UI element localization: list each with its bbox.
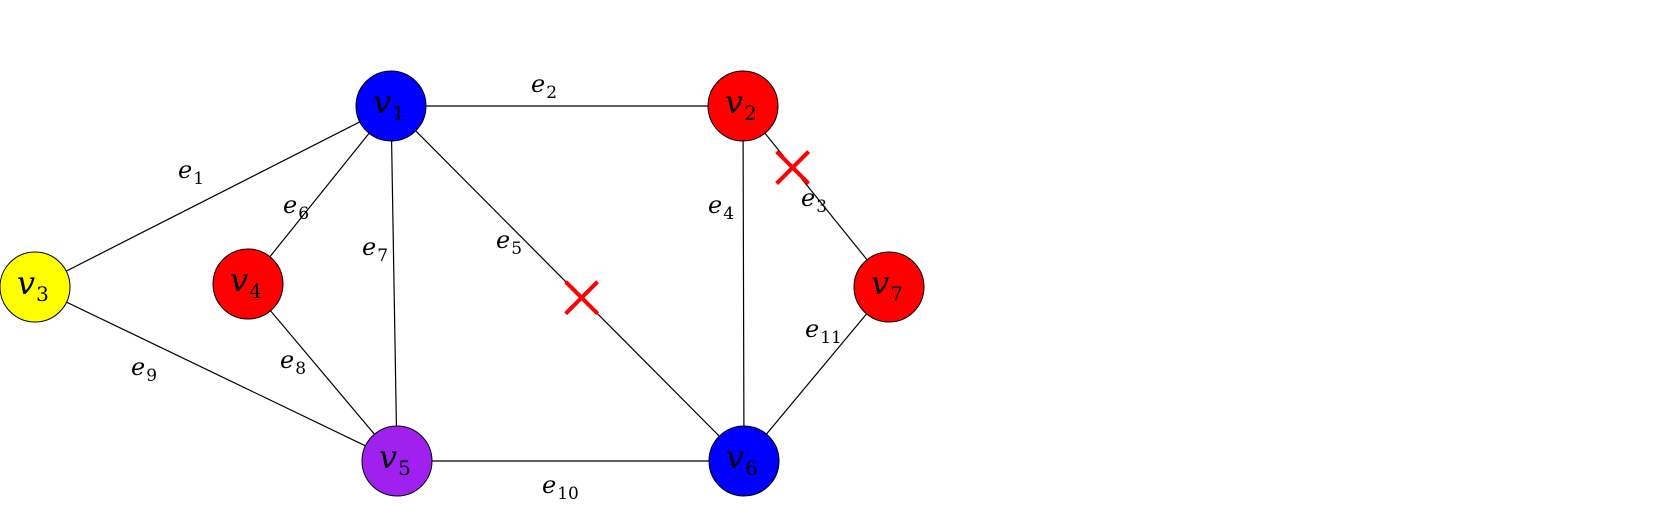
node-v4-circle	[212, 248, 284, 320]
edge-e7	[390, 105, 398, 462]
edge-label-e4: e4	[708, 191, 734, 224]
removed-mark-e5-icon	[564, 280, 600, 316]
node-v7: v7	[853, 251, 925, 323]
node-label-v2: v2	[725, 83, 757, 125]
node-v5-circle	[361, 425, 433, 497]
edges-layer	[34, 105, 890, 462]
node-label-v7: v7	[871, 264, 903, 306]
removed-mark-e3-icon	[775, 150, 811, 185]
edge-e8	[247, 283, 398, 462]
node-v2-circle	[707, 70, 779, 142]
edge-label-e11: e11	[805, 315, 842, 348]
nodes-layer: v1 v2 v3 v4 v5 v6 v7	[0, 70, 925, 497]
node-v3-circle	[0, 251, 71, 323]
node-v1: v1	[355, 70, 427, 142]
edge-label-e1: e1	[178, 156, 204, 189]
edge-labels-layer: e1 e2 e3 e4 e5 e6 e7 e8 e9 e10 e11	[131, 70, 842, 504]
edge-e9	[34, 286, 398, 462]
edge-e3	[742, 105, 890, 288]
node-v5: v5	[361, 425, 433, 497]
node-label-v1: v1	[373, 83, 405, 125]
edge-label-e7: e7	[362, 233, 388, 266]
node-label-v5: v5	[379, 438, 411, 480]
node-v6: v6	[708, 425, 780, 497]
node-v3: v3	[0, 251, 71, 323]
node-label-v4: v4	[230, 261, 262, 303]
edge-e1	[34, 105, 392, 288]
edge-e6	[247, 105, 392, 285]
node-v7-circle	[853, 251, 925, 323]
edge-label-e8: e8	[280, 346, 306, 379]
node-label-v6: v6	[726, 438, 758, 480]
edge-e4	[742, 105, 745, 462]
edge-label-e10: e10	[542, 471, 579, 504]
node-label-v3: v3	[17, 264, 49, 306]
edge-label-e3: e3	[801, 184, 827, 217]
edge-label-e5: e5	[496, 226, 522, 259]
node-v6-circle	[708, 425, 780, 497]
edge-label-e9: e9	[131, 353, 157, 386]
edge-e11	[743, 286, 890, 462]
edge-label-e6: e6	[283, 191, 309, 224]
node-v4: v4	[212, 248, 284, 320]
node-v1-circle	[355, 70, 427, 142]
removed-edge-marks	[564, 150, 811, 316]
edge-label-e2: e2	[531, 70, 557, 103]
node-v2: v2	[707, 70, 779, 142]
